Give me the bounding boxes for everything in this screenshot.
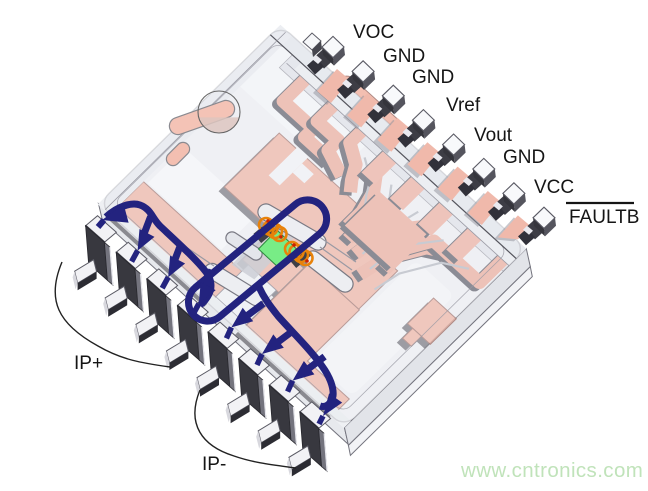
svg-text:VOC: VOC — [353, 22, 394, 43]
svg-text:GND: GND — [503, 147, 545, 168]
svg-text:Vref: Vref — [446, 95, 481, 116]
svg-text:VCC: VCC — [534, 177, 574, 198]
svg-text:www.cntronics.com: www.cntronics.com — [460, 459, 643, 482]
svg-text:GND: GND — [412, 67, 454, 88]
svg-text:GND: GND — [383, 46, 425, 67]
svg-text:IP-: IP- — [202, 454, 226, 475]
svg-text:IP+: IP+ — [74, 353, 103, 374]
svg-text:Vout: Vout — [474, 125, 513, 146]
svg-text:FAULTB: FAULTB — [569, 207, 639, 228]
